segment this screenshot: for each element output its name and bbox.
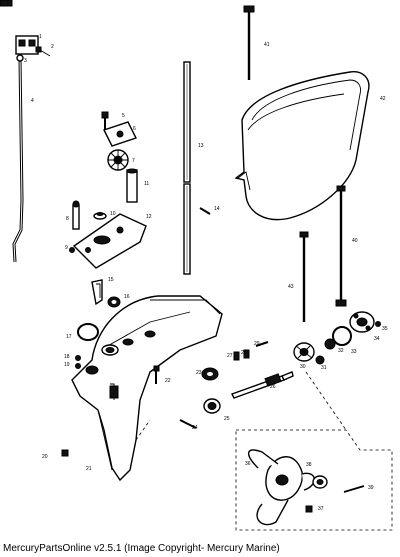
part-ring-31 <box>315 355 325 365</box>
callout-8: 8 <box>66 216 69 222</box>
callout-6: 6 <box>133 126 136 132</box>
part-gear-30 <box>293 342 315 362</box>
callout-7: 7 <box>132 158 135 164</box>
callout-37: 37 <box>318 506 324 512</box>
part-gear-housing <box>71 295 223 482</box>
part-clip-15 <box>91 279 103 306</box>
part-bearing-23 <box>201 367 219 381</box>
part-housing-42 <box>234 71 370 221</box>
callout-32: 32 <box>338 348 344 354</box>
callout-4: 4 <box>31 98 34 104</box>
callout-1: 1 <box>39 34 42 40</box>
callout-39: 39 <box>368 485 374 491</box>
part-oring-17 <box>77 323 99 341</box>
callout-labels: 1 2 3 4 5 6 7 8 9 10 11 12 13 14 15 16 1… <box>24 34 388 512</box>
callout-30: 30 <box>300 364 306 370</box>
part-pin-24 <box>179 419 197 429</box>
part-seal-16 <box>107 296 121 308</box>
part-impeller <box>107 149 129 171</box>
part-gear-25 <box>203 398 221 414</box>
callout-43: 43 <box>288 284 294 290</box>
callout-21: 21 <box>86 466 92 472</box>
callout-23: 23 <box>196 370 202 376</box>
callout-33: 33 <box>351 349 357 355</box>
part-pump-base <box>72 213 147 269</box>
callout-35: 35 <box>382 326 388 332</box>
part-oring-33 <box>332 326 352 346</box>
callout-22: 22 <box>165 378 171 384</box>
part-grommet-10 <box>93 212 107 220</box>
copyright-caption: MercuryPartsOnline v2.5.1 (Image Copyrig… <box>3 543 280 554</box>
part-nut-37 <box>305 505 313 513</box>
callout-27: 27 <box>227 353 233 359</box>
part-cotter-39 <box>343 485 365 493</box>
part-pin-8 <box>72 200 80 230</box>
part-prop-shaft <box>231 371 294 399</box>
part-plate-6 <box>103 121 137 147</box>
part-shift-rod <box>12 54 24 263</box>
callout-41: 41 <box>264 42 270 48</box>
callout-36: 36 <box>245 461 251 467</box>
part-key-14 <box>199 207 211 215</box>
corner-mark <box>0 0 13 7</box>
part-propeller <box>248 449 315 526</box>
callout-13: 13 <box>198 143 204 149</box>
part-screw-22 <box>153 365 160 384</box>
callout-11: 11 <box>144 181 149 187</box>
callout-16: 16 <box>124 294 130 300</box>
callout-15: 15 <box>108 277 114 283</box>
callout-34: 34 <box>374 336 380 342</box>
callout-42: 42 <box>380 96 386 102</box>
part-18-19 <box>75 355 81 369</box>
callout-29: 29 <box>254 341 260 347</box>
part-screw-9 <box>69 247 75 253</box>
callout-40: 40 <box>352 238 358 244</box>
callout-28: 28 <box>241 350 247 356</box>
part-screw-20 <box>61 449 69 457</box>
callout-25: 25 <box>224 416 230 422</box>
callout-18: 18 <box>64 354 70 360</box>
callout-24: 24 <box>192 425 198 431</box>
callout-19: 19 <box>64 362 70 368</box>
part-carrier-34 <box>349 311 375 333</box>
part-stud-41 <box>243 5 255 80</box>
part-shift-bracket <box>15 35 39 55</box>
callout-20: 20 <box>42 454 48 460</box>
callout-5: 5 <box>122 113 125 119</box>
part-washer-32 <box>324 338 336 350</box>
callout-26: 26 <box>270 384 276 390</box>
part-27-28-29 <box>233 341 269 361</box>
part-screw-35 <box>375 321 381 327</box>
part-driveshaft <box>183 61 191 275</box>
part-stud-43 <box>299 231 309 322</box>
callout-38: 38 <box>306 462 312 468</box>
part-stud-40 <box>335 185 347 307</box>
callout-31: 31 <box>321 365 327 371</box>
part-screw-2 <box>35 46 51 57</box>
part-tube-11 <box>126 168 138 203</box>
callout-14: 14 <box>214 206 220 212</box>
callout-17: 17 <box>66 334 72 340</box>
callout-3: 3 <box>24 58 27 64</box>
callout-12: 12 <box>146 214 152 220</box>
propeller-region <box>235 371 393 531</box>
part-spacer-38 <box>312 475 328 489</box>
callout-2: 2 <box>51 44 54 50</box>
callout-10: 10 <box>110 211 116 217</box>
callout-9: 9 <box>65 245 68 251</box>
